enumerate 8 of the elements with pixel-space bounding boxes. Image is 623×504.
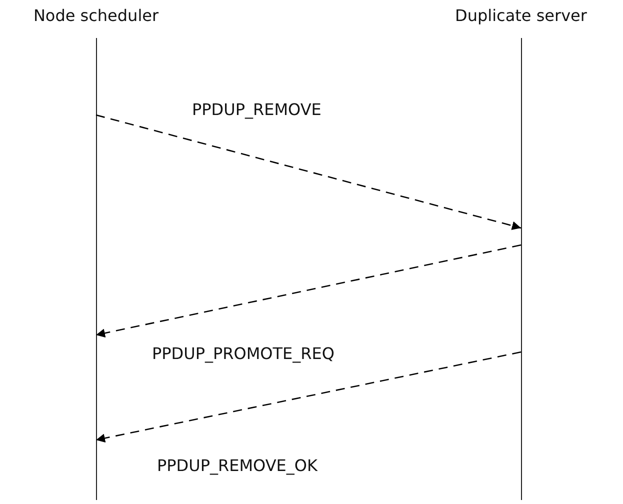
participant-label: Duplicate server [455, 6, 587, 25]
message-arrow [96, 244, 522, 338]
message-label: PPDUP_REMOVE [191, 100, 322, 119]
message-label: PPDUP_PROMOTE_REQ [151, 344, 336, 363]
message-arrow [96, 351, 522, 443]
message-label: PPDUP_REMOVE_OK [156, 456, 319, 475]
participant-label: Node scheduler [33, 6, 159, 25]
message-arrow [96, 114, 522, 230]
